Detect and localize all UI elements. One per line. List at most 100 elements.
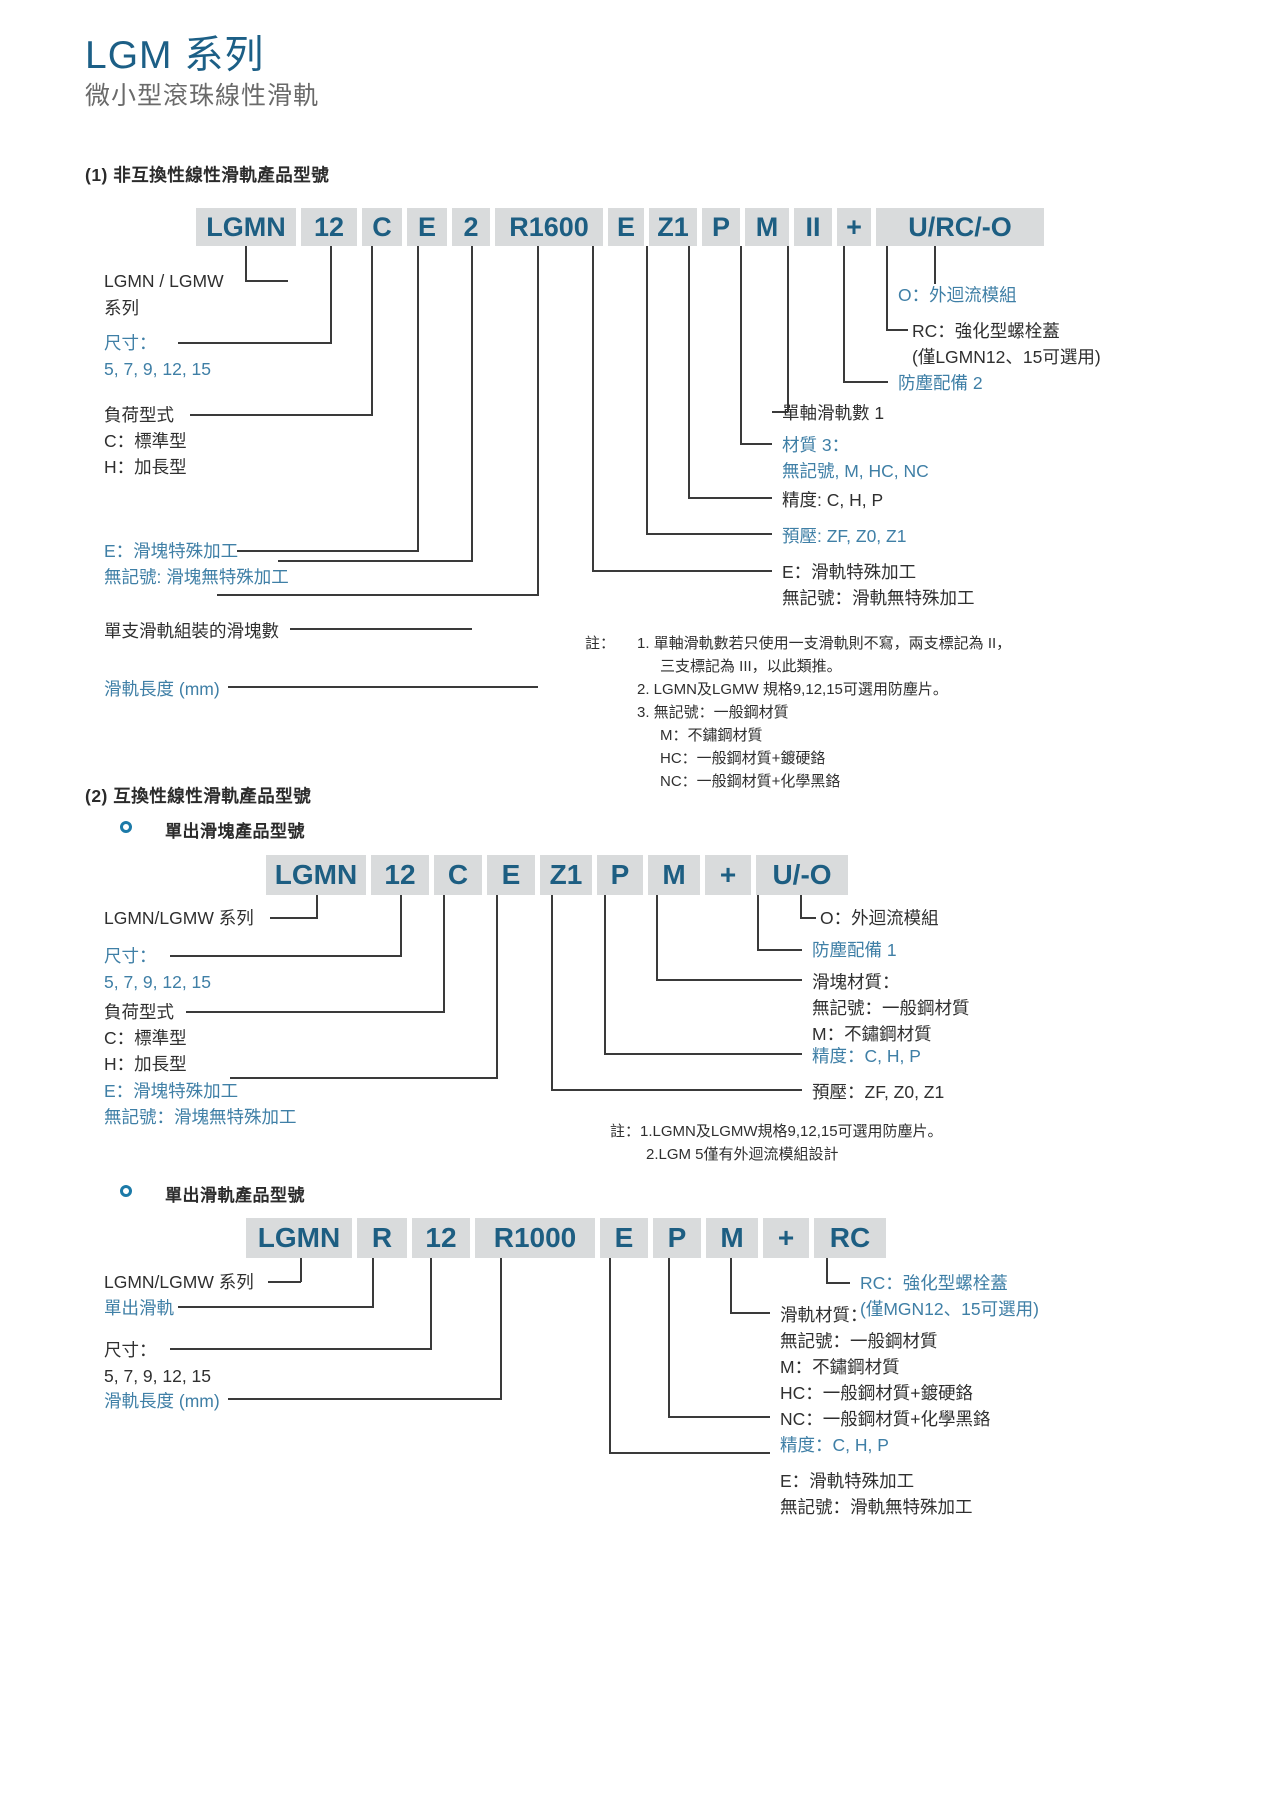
code-segment: R1600 [495,208,603,246]
leader-line [757,895,759,951]
label-dust-proof: 防塵配備 1 [812,940,897,960]
label-block-material-none: 無記號：一般鋼材質 [812,998,970,1018]
code-segment: U/RC/-O [876,208,1044,246]
leader-line [245,280,288,282]
label-block-machining-none: 無記號: 滑塊無特殊加工 [104,567,289,587]
code-segment: + [763,1218,809,1258]
leader-line [178,1306,373,1308]
diagram3-code-strip: LGMN R 12 R1000 E P M + RC [246,1218,886,1258]
leader-line [270,917,317,919]
leader-line [826,1282,850,1284]
leader-line [316,895,318,919]
leader-line [787,246,789,412]
note-item: 1. 單軸滑軌數若只使用一支滑軌則不寫，兩支標記為 II， [637,635,1012,652]
code-segment: R1000 [475,1218,595,1258]
label-load-type-c: C：標準型 [104,1028,187,1048]
label-block-machining-none: 無記號：滑塊無特殊加工 [104,1107,297,1127]
code-segment: M [648,855,700,895]
leader-line [730,1312,770,1314]
leader-line [278,560,472,562]
leader-line [496,895,498,1079]
leader-line [170,955,401,957]
leader-line [843,381,888,383]
code-segment: M [745,208,789,246]
leader-line [800,895,802,919]
label-size: 尺寸： [104,333,157,353]
diagram1-code-strip: LGMN 12 C E 2 R1600 E Z1 P M II + U/RC/-… [196,208,1044,246]
label-size-values: 5, 7, 9, 12, 15 [104,972,212,992]
leader-line [228,1398,501,1400]
label-series: LGMN / LGMW [104,271,224,291]
section-2-heading: (2) 互換性線性滑軌產品型號 [85,786,312,806]
leader-line [417,246,419,552]
leader-line [688,246,690,498]
label-rail-material-nc: NC：一般鋼材質+化學黑鉻 [780,1409,991,1429]
leader-line [886,246,888,330]
section-2-sub1-heading: 單出滑塊產品型號 [165,822,305,841]
leader-line [934,246,936,284]
label-rc-bolt-cover: RC：強化型螺栓蓋 [860,1273,1008,1293]
section-2-sub2-heading: 單出滑軌產品型號 [165,1186,305,1205]
code-segment: C [362,208,402,246]
label-load-type: 負荷型式 [104,1002,174,1022]
leader-line [170,1348,431,1350]
leader-line [826,1258,828,1284]
label-accuracy: 精度：C, H, P [812,1046,921,1066]
leader-line [300,1258,302,1282]
leader-line [886,329,908,331]
label-rail-length: 滑軌長度 (mm) [104,1391,220,1411]
label-series: LGMN/LGMW 系列 [104,1272,254,1292]
label-rail-machining-none: 無記號：滑軌無特殊加工 [782,588,975,608]
leader-line [592,246,594,572]
code-segment: LGMN [266,855,366,895]
leader-line [245,246,247,282]
note-item: M：不鏽鋼材質 [660,727,763,744]
leader-line [430,1258,432,1350]
leader-line [668,1416,770,1418]
leader-line [604,895,606,1055]
leader-line [656,979,802,981]
code-segment: 2 [452,208,490,246]
leader-line [740,246,742,444]
code-segment: II [794,208,832,246]
leader-line [730,1258,732,1314]
leader-line [551,1089,802,1091]
leader-line [646,533,772,535]
leader-line [217,594,538,596]
page-subtitle: 微小型滾珠線性滑軌 [85,82,320,110]
label-rail-machining: E：滑軌特殊加工 [782,562,917,582]
leader-line [843,246,845,382]
code-segment: Z1 [649,208,697,246]
note-item: NC：一般鋼材質+化學黑鉻 [660,773,841,790]
code-segment: P [653,1218,701,1258]
label-size: 尺寸： [104,946,157,966]
label-o-recirculation: O：外迴流模組 [898,285,1017,305]
note-item: 3. 無記號：一般鋼材質 [637,704,789,721]
code-segment: 12 [301,208,357,246]
code-segment: Z1 [540,855,592,895]
code-segment: E [608,208,644,246]
label-accuracy: 精度：C, H, P [780,1435,889,1455]
leader-line [290,628,472,630]
code-segment: E [600,1218,648,1258]
leader-line [443,895,445,1013]
leader-line [604,1053,802,1055]
label-o-recirculation: O：外迴流模組 [820,908,939,928]
label-rail-length: 滑軌長度 (mm) [104,679,220,699]
note-item: 2. LGMN及LGMW 規格9,12,15可選用防塵片。 [637,681,948,698]
code-segment: RC [814,1218,886,1258]
leader-line [656,895,658,981]
leader-line [609,1258,611,1454]
label-preload: 預壓：ZF, Z0, Z1 [812,1082,945,1102]
label-preload: 預壓: ZF, Z0, Z1 [782,526,907,546]
label-accuracy: 精度: C, H, P [782,490,884,510]
label-load-type-h: H：加長型 [104,1054,187,1074]
label-rc-bolt-cover-note: (僅MGN12、15可選用) [860,1299,1039,1319]
code-segment: + [705,855,751,895]
label-rails-per-axis: 單軸滑軌數 1 [782,403,885,423]
label-material: 材質 3： [782,435,850,455]
code-segment: M [706,1218,758,1258]
label-rail-machining-none: 無記號：滑軌無特殊加工 [780,1497,973,1517]
note-item: 註：1.LGMN及LGMW規格9,12,15可選用防塵片。 [610,1123,943,1140]
